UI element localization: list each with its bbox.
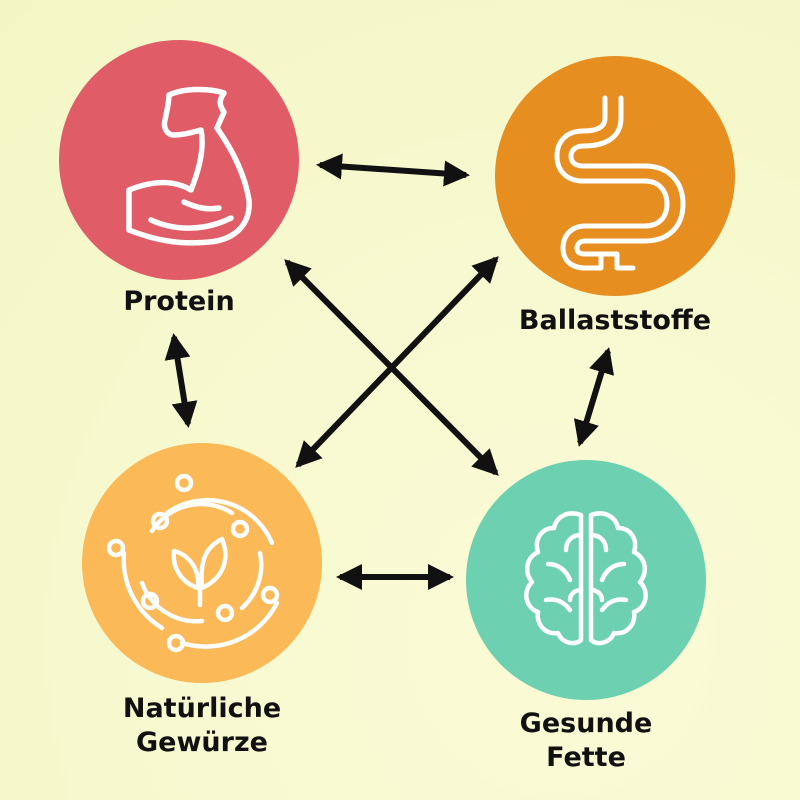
node-protein-circle xyxy=(59,40,299,280)
flexed-bicep-icon xyxy=(126,86,252,246)
node-ballaststoffe-circle xyxy=(495,56,735,296)
node-fette-circle xyxy=(466,460,706,700)
node-ballaststoffe-label: Ballaststoffe xyxy=(500,304,730,338)
arrow-protein-ballaststoffe xyxy=(316,153,470,187)
arrow-protein-gewuerze xyxy=(164,333,198,428)
node-fette-label: Gesunde Fette xyxy=(486,707,686,775)
arrow-ballaststoffe-gewuerze xyxy=(295,256,499,468)
node-gewuerze-label: Natürliche Gewürze xyxy=(97,692,307,760)
node-gewuerze-circle xyxy=(82,443,322,683)
arrow-ballaststoffe-fette xyxy=(573,347,615,447)
leaf-orbit-icon xyxy=(106,473,280,653)
label-line: Ballaststoffe xyxy=(518,305,712,336)
node-protein-label: Protein xyxy=(79,285,279,319)
label-line: Gesunde xyxy=(519,708,653,739)
brain-icon xyxy=(524,511,648,646)
label-line: Protein xyxy=(123,286,235,317)
label-line: Fette xyxy=(546,742,626,773)
label-line: Gewürze xyxy=(136,727,268,758)
label-line: Natürliche xyxy=(122,693,282,724)
intestines-icon xyxy=(554,95,686,271)
